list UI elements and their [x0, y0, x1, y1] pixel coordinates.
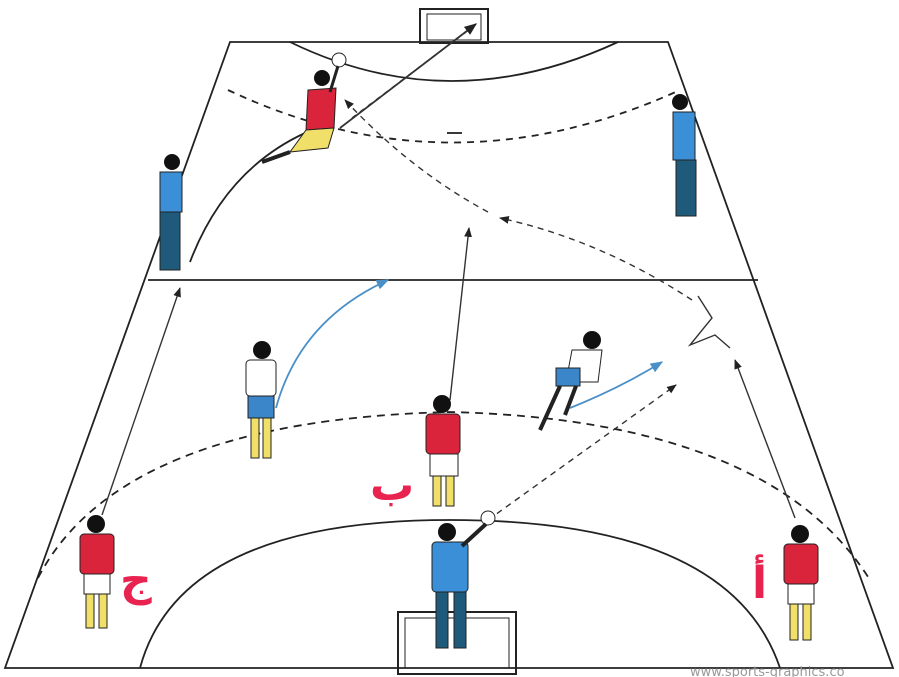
player-attacker-right [783, 525, 819, 641]
label-center-player: ب [370, 460, 414, 511]
movement-arrow [275, 279, 390, 409]
shot-trajectory [351, 31, 467, 119]
pass-arrow [101, 287, 181, 516]
pass-arrow [449, 227, 472, 401]
player-defender-right [538, 331, 603, 431]
label-left-player: ج [120, 555, 152, 606]
ball [331, 52, 347, 68]
movement-arrow [569, 361, 664, 409]
arrows [101, 23, 796, 521]
referee-top-left [159, 154, 183, 271]
court-boundary [3, 41, 895, 669]
pass-arrow [499, 216, 693, 301]
pass-arrow [734, 359, 796, 519]
top-goal [419, 8, 489, 44]
player-attacker-center [425, 395, 461, 507]
player-attacker-shooter [261, 52, 347, 164]
referee-top-right [672, 94, 697, 217]
referee-bottom [431, 510, 496, 649]
run-line [189, 132, 306, 263]
pass-arrow [344, 99, 489, 213]
pass-arrow [487, 384, 677, 521]
court [3, 8, 895, 675]
movement-arrows [275, 279, 664, 409]
cut-path [687, 295, 731, 349]
bottom-free-throw-line [37, 411, 871, 581]
top-free-throw-line [227, 89, 681, 144]
player-defender-left [245, 341, 277, 459]
bottom-goal-area-line [139, 519, 781, 669]
label-right-player: أ [752, 554, 767, 609]
player-attacker-left [79, 515, 115, 629]
watermark: www.sports-graphics.co [690, 665, 845, 677]
